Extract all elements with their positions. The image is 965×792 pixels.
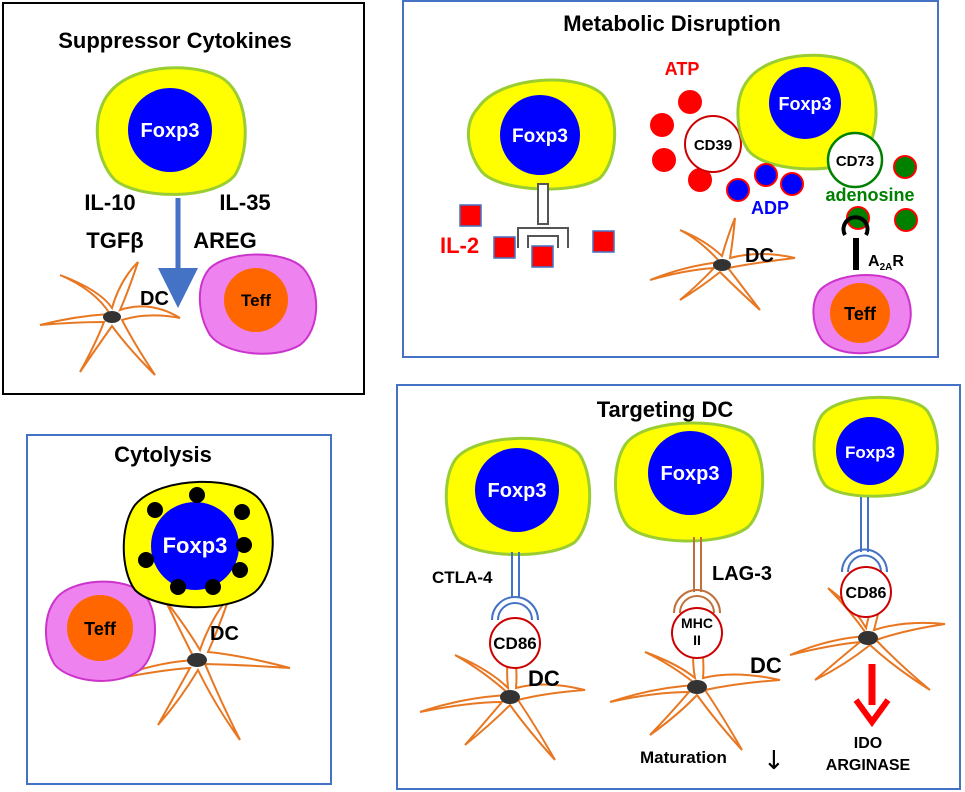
adp-label: ADP	[751, 198, 789, 218]
cd39-label: CD39	[694, 137, 732, 154]
mhc-label-line1: MHC	[681, 615, 713, 631]
panel-cytolysis: Cytolysis DC Teff Foxp3	[26, 434, 332, 785]
dc-label: DC	[140, 288, 169, 310]
dendritic-cell	[109, 594, 291, 741]
mhc-label-line2: II	[693, 632, 701, 648]
cd39-enzyme: CD39	[684, 115, 742, 173]
cd86-label: CD86	[493, 634, 536, 653]
panel-title: Targeting DC	[597, 397, 734, 422]
cd73-label: CD73	[836, 153, 874, 170]
lag3-label: LAG-3	[712, 563, 772, 585]
adp-molecules	[726, 163, 804, 202]
il2-receptor	[517, 183, 569, 248]
cd86-ligand: CD86	[489, 617, 541, 669]
dendritic-cell	[419, 636, 586, 761]
panel-title: Cytolysis	[114, 442, 212, 467]
foxp3-label: Foxp3	[512, 126, 568, 147]
foxp3-label: Foxp3	[163, 533, 228, 558]
adenosine-label: adenosine	[825, 185, 914, 205]
dc-label: DC	[745, 245, 774, 267]
treg-cell-left: Foxp3	[466, 78, 617, 191]
foxp3-label: Foxp3	[845, 443, 895, 462]
cytokine-label: TGFβ	[86, 228, 143, 253]
il2-molecules	[459, 204, 615, 268]
dendritic-cell	[39, 261, 181, 376]
ctla4-receptor	[841, 497, 888, 573]
cd86-ligand: CD86	[840, 566, 892, 618]
down-arrow-icon: ↓	[763, 746, 785, 776]
dendritic-cell	[649, 217, 796, 311]
teff-label: Teff	[241, 291, 271, 310]
treg-cell-ido: Foxp3	[812, 395, 939, 498]
ctla4-receptor	[491, 552, 539, 621]
foxp3-label: Foxp3	[488, 480, 547, 502]
foxp3-label: Foxp3	[141, 120, 200, 142]
teff-cell: Teff	[198, 253, 318, 355]
teff-cell: Teff	[812, 274, 912, 355]
mhc-ii-ligand: MHC II	[671, 607, 723, 659]
cytokine-label: AREG	[193, 228, 257, 253]
treg-cell-ctla4: Foxp3	[444, 436, 592, 556]
ctla4-label: CTLA-4	[432, 568, 493, 587]
ido-label: IDO	[854, 735, 882, 752]
induction-arrow	[853, 664, 891, 728]
foxp3-label: Foxp3	[661, 463, 720, 485]
panel-targeting-dc: Targeting DC Foxp3 CTLA-4 CD86 DC Foxp3	[396, 384, 961, 790]
treg-cell-lag3: Foxp3	[614, 421, 765, 543]
arginase-label: ARGINASE	[826, 757, 911, 774]
lag3-receptor	[673, 537, 721, 614]
panel-title: Metabolic Disruption	[563, 11, 781, 36]
cd73-enzyme: CD73	[826, 131, 884, 189]
atp-label: ATP	[665, 59, 700, 79]
treg-cell: Foxp3	[95, 66, 247, 196]
cytolytic-granules	[138, 487, 252, 595]
panel-metabolic-disruption: Metabolic Disruption Foxp3 IL-2 ATP CD39	[402, 0, 939, 358]
foxp3-label: Foxp3	[778, 94, 831, 114]
cytokine-label: IL-35	[219, 190, 270, 215]
dc-label: DC	[750, 653, 782, 678]
atp-molecules	[650, 90, 712, 192]
panel-title: Suppressor Cytokines	[58, 28, 292, 53]
panel-suppressor-cytokines: Suppressor Cytokines Foxp3 IL-10 TGFβ IL…	[2, 2, 365, 395]
maturation-label: Maturation	[640, 748, 727, 767]
cd86-label: CD86	[846, 585, 887, 602]
il2-label: IL-2	[440, 233, 479, 258]
dendritic-cell	[789, 579, 946, 691]
teff-cell: Teff	[45, 580, 156, 682]
dc-label: DC	[210, 623, 239, 645]
a2a-receptor	[841, 215, 870, 270]
treg-cell: Foxp3	[122, 480, 274, 609]
dc-label: DC	[528, 666, 560, 691]
a2ar-label: A2AR	[868, 253, 904, 273]
cytokine-label: IL-10	[84, 190, 135, 215]
adenosine-molecules	[846, 155, 918, 232]
teff-label: Teff	[844, 304, 877, 324]
teff-label: Teff	[84, 619, 117, 639]
dendritic-cell	[609, 624, 781, 751]
